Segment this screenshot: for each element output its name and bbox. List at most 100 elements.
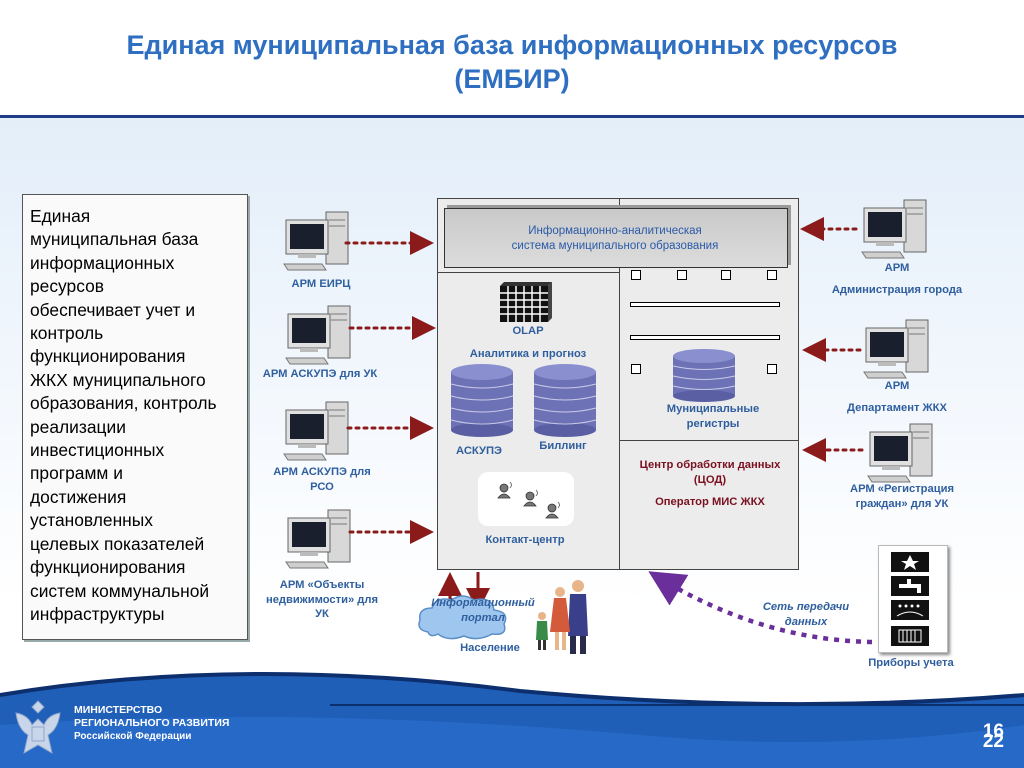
workstation-label-line: АРМ	[884, 262, 910, 274]
operator-label: Оператор МИС ЖКХ	[655, 496, 765, 508]
description-line: установленных	[30, 510, 153, 531]
page-number-overlay: 22	[982, 731, 1004, 752]
arrow-network	[648, 571, 873, 645]
olap-cube-icon	[500, 282, 552, 322]
portal-line2: портал	[461, 611, 505, 624]
register-slot	[721, 270, 731, 280]
contact-center-label: Контакт-центр	[485, 534, 565, 546]
workstation-label-line: АРМ «Регистрация	[849, 483, 955, 495]
workstation-computer-icon	[863, 319, 929, 379]
database-askupe-icon	[450, 364, 514, 437]
analytics-system-line1: Информационно-аналитическая	[528, 225, 702, 237]
footer-band	[0, 671, 1024, 768]
portal-cloud-icon	[418, 595, 507, 640]
workstation-label-askupe-uk: АРМ АСКУПЭ для УК	[248, 367, 392, 382]
description-line: Единая	[30, 206, 91, 226]
data-center-label: Центр обработки данных (ЦОД)	[622, 458, 798, 487]
description-line: функционирования	[30, 557, 186, 578]
description-line: ЖКХ муниципального	[30, 369, 206, 390]
description-box: Единая муниципальная база информационных…	[22, 194, 248, 640]
workstation-label-line: граждан» для УК	[855, 497, 949, 510]
population-label: Население	[460, 642, 520, 654]
central-right-divider	[619, 440, 799, 441]
workstation-label-line: РСО	[310, 480, 334, 493]
description-line: обеспечивает учет и	[30, 299, 196, 320]
page-number-primary: 16	[982, 721, 1004, 742]
data-center-line1: Центр обработки данных	[639, 459, 781, 471]
family-icon	[536, 580, 588, 654]
analytics-forecast-label: Аналитика и прогноз	[469, 348, 587, 360]
description-line: инвестиционных	[30, 440, 165, 461]
ministry-name: МИНИСТЕРСТВО РЕГИОНАЛЬНОГО РАЗВИТИЯ Росс…	[74, 704, 229, 743]
coat-of-arms-icon	[15, 700, 61, 754]
workstation-label-line: АРМ «Объекты	[279, 579, 365, 591]
register-bar	[630, 335, 780, 340]
workstation-label-line: недвижимости» для	[265, 593, 379, 606]
analytics-system-panel	[444, 208, 788, 268]
register-slot	[631, 270, 641, 280]
workstation-computer-icon	[867, 423, 933, 483]
data-center-line2: (ЦОД)	[693, 473, 727, 486]
workstation-label-line: АРМ АСКУПЭ для	[273, 466, 371, 478]
analytics-system-label: Информационно-аналитическая система муни…	[450, 224, 780, 254]
call-operators-icon	[497, 481, 560, 519]
network-label: Сеть передачи данных	[744, 600, 868, 629]
heat-meter-icon	[891, 626, 929, 646]
ministry-line2: РЕГИОНАЛЬНОГО РАЗВИТИЯ	[74, 717, 230, 729]
description-line: достижения	[30, 486, 127, 507]
description-line: образования, контроль	[30, 393, 217, 414]
slide-title: Единая муниципальная база информационных…	[0, 28, 1024, 96]
description-line: систем коммунальной	[30, 580, 210, 601]
workstation-label-registration: АРМ «Регистрация граждан» для УК	[820, 482, 984, 511]
register-bar	[630, 302, 780, 307]
page-number: 16 22	[960, 722, 1004, 751]
workstation-computer-icon	[861, 199, 927, 259]
registers-line1: Муниципальные	[666, 403, 760, 415]
electricity-meter-icon	[891, 552, 929, 572]
network-line2: данных	[784, 615, 828, 628]
register-slot	[677, 270, 687, 280]
workstation-label-eirc: АРМ ЕИРЦ	[266, 277, 376, 292]
slide-title-line1: Единая муниципальная база информационных…	[126, 30, 898, 60]
portal-line1: Информационный	[431, 597, 535, 609]
workstation-label-line: АРМ АСКУПЭ для УК	[262, 368, 378, 380]
ministry-line1: МИНИСТЕРСТВО	[74, 704, 163, 716]
gas-meter-icon	[891, 600, 929, 620]
workstation-label-line: АРМ	[884, 380, 910, 392]
database-billing-icon	[533, 364, 597, 437]
workstation-label-line: УК	[315, 608, 329, 620]
central-vertical-divider	[619, 198, 620, 570]
askupe-label: АСКУПЭ	[456, 445, 502, 457]
meters-label: Приборы учета	[868, 657, 954, 669]
ministry-line3: Российской Федерации	[74, 731, 192, 742]
title-divider	[0, 115, 1024, 118]
description-line: муниципальная база	[30, 229, 199, 250]
slide-title-line2: (ЕМБИР)	[454, 64, 570, 94]
register-slot	[631, 364, 641, 374]
contact-center-panel	[478, 472, 574, 526]
workstation-computer-icon	[285, 509, 351, 569]
workstation-computer-icon	[283, 211, 349, 271]
registers-line2: регистры	[686, 417, 740, 430]
description-line: информационных	[30, 252, 175, 273]
meters-panel	[878, 545, 948, 653]
registers-label: Муниципальные регистры	[636, 402, 790, 431]
portal-label: Информационный портал	[416, 596, 550, 625]
workstation-label-line: Администрация города	[831, 283, 963, 296]
description-line: ресурсов	[30, 276, 105, 297]
water-meter-icon	[891, 576, 929, 596]
database-registers-icon	[672, 349, 736, 402]
central-left-divider	[437, 272, 619, 273]
description-line: реализации	[30, 416, 126, 437]
workstation-computer-icon	[285, 305, 351, 365]
workstation-computer-icon	[283, 401, 349, 461]
description-line: контроль	[30, 323, 104, 344]
description-line: программ и	[30, 463, 123, 484]
workstation-label-city-admin: АРМ Администрация города	[812, 261, 982, 297]
description-line: функционирования	[30, 346, 186, 367]
analytics-system-line2: система муниципального образования	[511, 240, 719, 252]
workstation-label-askupe-rso: АРМ АСКУПЭ для РСО	[258, 465, 386, 494]
workstation-label-line: АРМ ЕИРЦ	[291, 278, 351, 290]
olap-label: OLAP	[512, 325, 544, 337]
